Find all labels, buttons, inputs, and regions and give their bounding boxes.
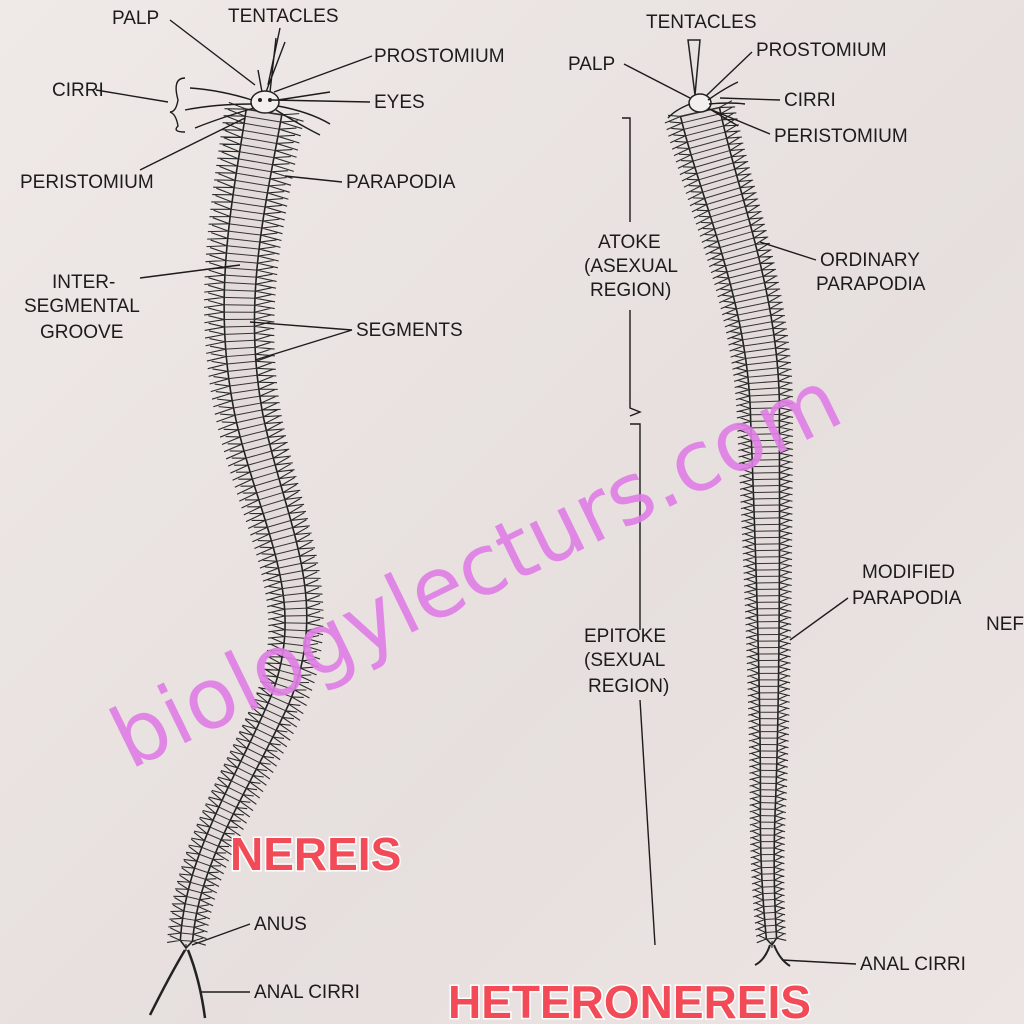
nereis-body (167, 101, 324, 951)
label-atoke-1: ATOKE (598, 232, 661, 253)
label-segments: SEGMENTS (356, 320, 463, 341)
label-epitoke-1: EPITOKE (584, 626, 666, 647)
heteronereis-labels: TENTACLES PROSTOMIUM PALP CIRRI PERISTOM… (568, 12, 1024, 975)
label-h-cirri: CIRRI (784, 90, 836, 111)
edge-text: NEF (986, 614, 1024, 635)
nereis-head (169, 37, 331, 136)
label-eyes: EYES (374, 92, 425, 113)
label-h-peristomium: PERISTOMIUM (774, 126, 908, 147)
heteronereis-title: HETERONEREIS (448, 976, 811, 1024)
label-parapodia: PARAPODIA (346, 172, 456, 193)
label-intersegmental-1: INTER- (52, 272, 115, 293)
label-modified-2: PARAPODIA (852, 588, 962, 609)
label-peristomium: PERISTOMIUM (20, 172, 154, 193)
label-atoke-2: (ASEXUAL (584, 256, 678, 277)
label-atoke-3: REGION) (590, 280, 671, 301)
heteronereis-head (667, 39, 746, 127)
label-prostomium: PROSTOMIUM (374, 46, 505, 67)
label-palp: PALP (112, 8, 159, 29)
label-epitoke-3: REGION) (588, 676, 669, 697)
label-anal-cirri: ANAL CIRRI (254, 982, 360, 1003)
label-cirri: CIRRI (52, 80, 104, 101)
label-anus: ANUS (254, 914, 307, 935)
label-epitoke-2: (SEXUAL (584, 650, 665, 671)
heteronereis-body (664, 100, 794, 948)
worm-drawings (167, 100, 794, 951)
label-h-prostomium: PROSTOMIUM (756, 40, 887, 61)
label-h-anal-cirri: ANAL CIRRI (860, 954, 966, 975)
watermark: biologylecturs.com (96, 350, 856, 788)
label-modified-1: MODIFIED (862, 562, 955, 583)
label-tentacles: TENTACLES (228, 6, 339, 27)
label-h-tentacles: TENTACLES (646, 12, 757, 33)
label-h-palp: PALP (568, 54, 615, 75)
label-intersegmental-2: SEGMENTAL (24, 296, 140, 317)
label-ordinary-1: ORDINARY (820, 250, 920, 271)
label-intersegmental-3: GROOVE (40, 322, 123, 343)
nereis-title: NEREIS (230, 828, 401, 880)
label-ordinary-2: PARAPODIA (816, 274, 926, 295)
nereis-labels: PALP TENTACLES PROSTOMIUM CIRRI EYES PER… (20, 6, 505, 1019)
